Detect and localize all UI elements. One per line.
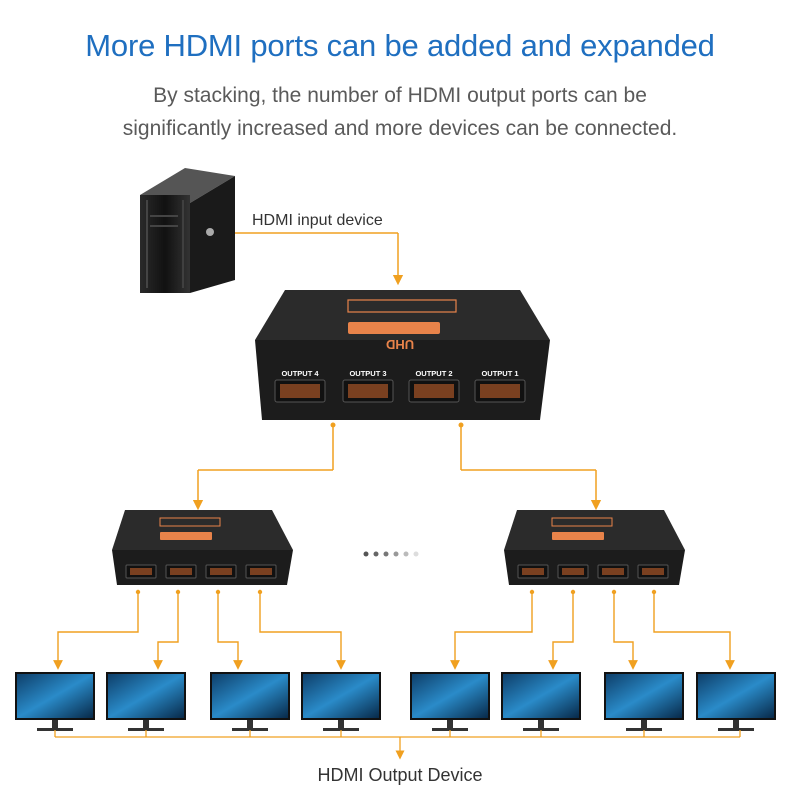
- subtitle-line-1: By stacking, the number of HDMI output p…: [153, 84, 647, 107]
- more-splitters-ellipsis: [363, 551, 419, 557]
- page-subtitle: By stacking, the number of HDMI output p…: [0, 79, 800, 145]
- monitor-icon: [604, 672, 684, 731]
- main-port-label-2: OUTPUT 2: [415, 369, 452, 378]
- main-hdmi-splitter: UHD OUTPUT 4 OUTPUT 3 OUTPUT 2 OUTPUT 1: [255, 290, 550, 420]
- monitor-icon: [106, 672, 186, 731]
- right-hdmi-splitter: [504, 510, 685, 585]
- cascade-connectors: [192, 425, 602, 511]
- output-bracket: [54, 730, 741, 760]
- main-port-row: [274, 379, 526, 403]
- monitor-icon: [501, 672, 581, 731]
- monitor-icon: [210, 672, 290, 731]
- left-hdmi-splitter: [112, 510, 293, 585]
- page-title: More HDMI ports can be added and expande…: [85, 28, 715, 63]
- main-port-label-1: OUTPUT 1: [481, 369, 518, 378]
- input-connector: [235, 232, 404, 286]
- monitor-icon: [696, 672, 776, 731]
- monitor-icon: [410, 672, 490, 731]
- subtitle-line-2: significantly increased and more devices…: [122, 117, 678, 140]
- hdmi-output-label: HDMI Output Device: [317, 765, 483, 785]
- main-port-label-3: OUTPUT 3: [349, 369, 386, 378]
- main-port-label-4: OUTPUT 4: [281, 369, 319, 378]
- monitor-row: [15, 672, 776, 731]
- output-connectors: [53, 592, 735, 670]
- monitor-icon: [15, 672, 95, 731]
- main-uhd-badge: UHD: [386, 337, 414, 352]
- hdmi-input-label: HDMI input device: [252, 212, 383, 229]
- computer-tower-icon: [140, 168, 235, 293]
- monitor-icon: [301, 672, 381, 731]
